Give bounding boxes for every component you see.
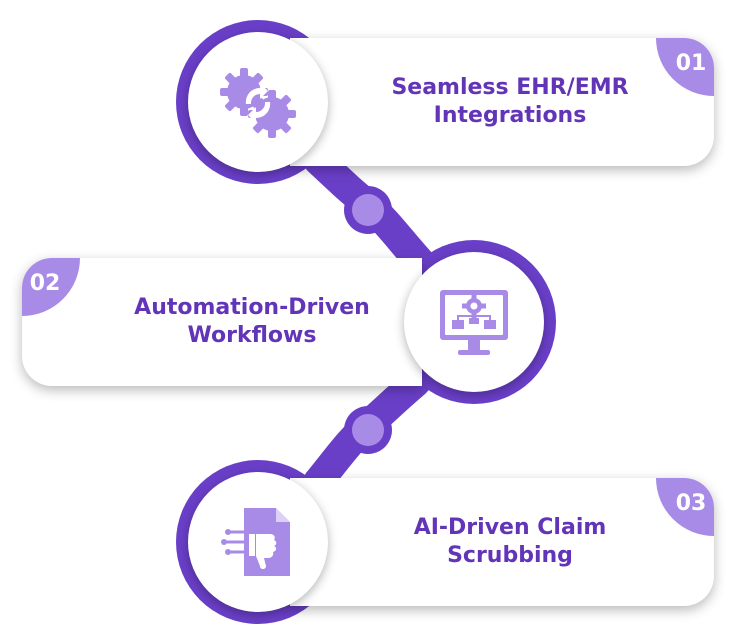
step-title-1-line2: Integrations: [433, 103, 587, 128]
step-title-2-line2: Workflows: [187, 323, 317, 348]
step-title-3-line1: AI-Driven Claim: [413, 515, 607, 540]
gear-sync-icon: [220, 68, 296, 138]
icon-circle-1: [188, 32, 328, 172]
document-scrub-icon: [221, 508, 290, 576]
icon-circle-3: [188, 472, 328, 612]
joint-dot-1-inner: [352, 194, 384, 226]
step-title-1: Seamless EHR/EMR Integrations: [360, 74, 660, 130]
step-title-3: AI-Driven Claim Scrubbing: [360, 514, 660, 570]
step-number-1: 01: [656, 38, 714, 96]
joint-dot-2-inner: [352, 414, 384, 446]
step-card-1: 01 Seamless EHR/EMR Integrations: [290, 38, 714, 166]
step-title-2-line1: Automation-Driven: [134, 295, 370, 320]
step-title-3-line2: Scrubbing: [447, 543, 573, 568]
icon-circle-2: [404, 252, 544, 392]
step-number-2: 02: [22, 258, 80, 316]
step-title-1-line1: Seamless EHR/EMR: [391, 75, 629, 100]
step-number-3: 03: [656, 478, 714, 536]
workflow-monitor-icon: [440, 290, 508, 355]
step-card-2: 02 Automation-Driven Workflows: [22, 258, 422, 386]
step-title-2: Automation-Driven Workflows: [102, 294, 402, 350]
step-card-3: 03 AI-Driven Claim Scrubbing: [290, 478, 714, 606]
